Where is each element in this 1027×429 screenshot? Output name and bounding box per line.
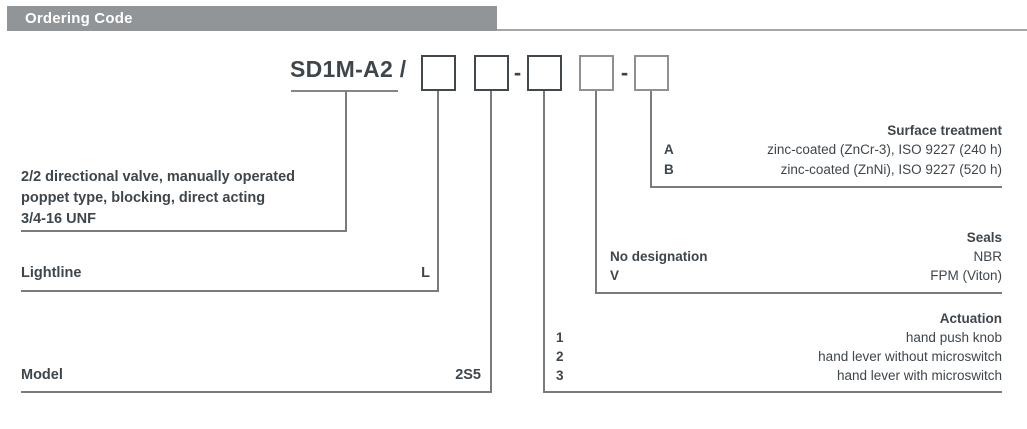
connector-line-box1 bbox=[437, 91, 439, 291]
surface-treatment-title: Surface treatment bbox=[887, 123, 1002, 138]
seals-option-value: NBR bbox=[973, 249, 1002, 264]
connector-line-box3 bbox=[543, 91, 545, 392]
code-box-3 bbox=[527, 55, 562, 91]
description-rule bbox=[21, 230, 347, 232]
connector-line-box4 bbox=[595, 91, 597, 293]
seals-rule bbox=[595, 292, 1002, 294]
valve-description-line-1: 2/2 directional valve, manually operated bbox=[21, 169, 295, 185]
connector-line-box5 bbox=[650, 91, 652, 187]
valve-description-line-2: poppet type, blocking, direct acting bbox=[21, 190, 266, 206]
seals-title: Seals bbox=[966, 230, 1002, 245]
seals-option-code: V bbox=[610, 268, 620, 283]
code-box-4 bbox=[579, 55, 614, 91]
ordering-code-prefix: SD1M-A2 / bbox=[290, 56, 407, 82]
valve-description: 2/2 directional valve, manually operated… bbox=[21, 167, 295, 230]
actuation-rule bbox=[543, 391, 1002, 393]
lightline-rule bbox=[21, 290, 439, 292]
valve-description-line-3: 3/4-16 UNF bbox=[21, 211, 96, 227]
lightline-label: Lightline bbox=[21, 265, 82, 281]
model-rule bbox=[21, 391, 492, 393]
lightline-code: L bbox=[421, 265, 430, 281]
connector-line-box2 bbox=[490, 91, 492, 392]
code-box-2 bbox=[474, 55, 509, 91]
actuation-title: Actuation bbox=[939, 311, 1002, 326]
model-label: Model bbox=[21, 367, 63, 383]
section-title: Ordering Code bbox=[25, 10, 133, 27]
surface-treatment-option-code: B bbox=[664, 162, 674, 177]
surface-treatment-rule bbox=[650, 186, 1002, 188]
actuation-option-value: hand lever with microswitch bbox=[836, 368, 1002, 383]
actuation-option-value: hand push knob bbox=[905, 330, 1002, 345]
code-box-5 bbox=[634, 55, 669, 91]
actuation-option-code: 2 bbox=[556, 349, 564, 364]
connector-line-prefix bbox=[345, 91, 347, 231]
prefix-underline bbox=[291, 90, 398, 92]
model-code: 2S5 bbox=[455, 367, 481, 383]
surface-treatment-option-value: zinc-coated (ZnCr-3), ISO 9227 (240 h) bbox=[767, 142, 1002, 157]
surface-treatment-option-value: zinc-coated (ZnNi), ISO 9227 (520 h) bbox=[780, 162, 1002, 177]
header-rule bbox=[497, 29, 1027, 31]
code-separator: - bbox=[513, 60, 522, 85]
code-box-1 bbox=[421, 55, 456, 91]
surface-treatment-option-code: A bbox=[664, 142, 674, 157]
actuation-option-code: 3 bbox=[556, 368, 564, 383]
section-header-bar: Ordering Code bbox=[7, 6, 497, 31]
actuation-option-code: 1 bbox=[556, 330, 564, 345]
code-separator: - bbox=[620, 60, 629, 85]
seals-option-value: FPM (Viton) bbox=[930, 268, 1002, 283]
seals-option-code: No designation bbox=[610, 249, 708, 264]
actuation-option-value: hand lever without microswitch bbox=[818, 349, 1002, 364]
